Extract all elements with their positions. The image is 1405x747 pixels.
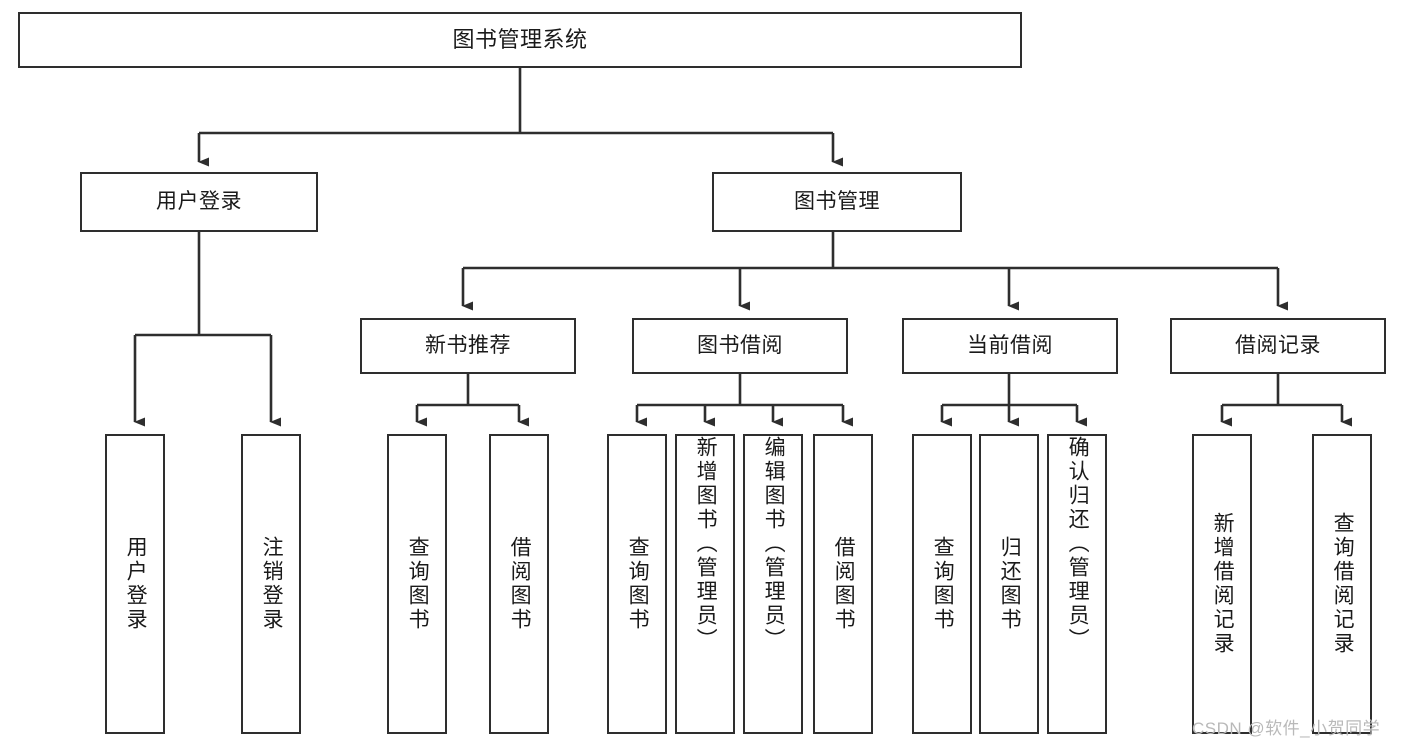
- node-root-system[interactable]: 图书管理系统: [18, 12, 1022, 68]
- leaf-add-book-admin[interactable]: 新增图书（管理员）: [675, 434, 735, 734]
- node-label: 新增借阅记录: [1211, 512, 1235, 656]
- leaf-query-borrow-record[interactable]: 查询借阅记录: [1312, 434, 1372, 734]
- node-label: 编辑图书（管理员）: [762, 436, 786, 652]
- node-book-management[interactable]: 图书管理: [712, 172, 962, 232]
- leaf-query-book-borrow[interactable]: 查询图书: [607, 434, 667, 734]
- node-label: 图书管理: [794, 190, 880, 214]
- node-label: 查询借阅记录: [1331, 512, 1355, 656]
- node-label: 新书推荐: [425, 334, 511, 358]
- leaf-borrow-book-recommend[interactable]: 借阅图书: [489, 434, 549, 734]
- node-label: 当前借阅: [967, 334, 1053, 358]
- node-label: 图书管理系统: [452, 26, 588, 52]
- node-label: 图书借阅: [697, 334, 783, 358]
- watermark: CSDN @软件_小贺同学: [1192, 719, 1381, 738]
- node-label: 新增图书（管理员）: [694, 436, 718, 652]
- leaf-borrow-book-borrow[interactable]: 借阅图书: [813, 434, 873, 734]
- node-label: 借阅图书: [832, 536, 856, 632]
- node-label: 借阅记录: [1235, 334, 1321, 358]
- leaf-confirm-return-admin[interactable]: 确认归还（管理员）: [1047, 434, 1107, 734]
- node-label: 确认归还（管理员）: [1066, 436, 1090, 652]
- leaf-query-book-recommend[interactable]: 查询图书: [387, 434, 447, 734]
- node-user-login[interactable]: 用户登录: [80, 172, 318, 232]
- node-label: 用户登录: [124, 536, 148, 632]
- node-label: 注销登录: [260, 536, 284, 632]
- node-label: 查询图书: [931, 536, 955, 632]
- node-label: 用户登录: [156, 190, 242, 214]
- leaf-add-borrow-record[interactable]: 新增借阅记录: [1192, 434, 1252, 734]
- leaf-query-book-current[interactable]: 查询图书: [912, 434, 972, 734]
- node-book-borrow[interactable]: 图书借阅: [632, 318, 848, 374]
- leaf-return-book[interactable]: 归还图书: [979, 434, 1039, 734]
- leaf-edit-book-admin[interactable]: 编辑图书（管理员）: [743, 434, 803, 734]
- leaf-user-login[interactable]: 用户登录: [105, 434, 165, 734]
- node-current-borrow[interactable]: 当前借阅: [902, 318, 1118, 374]
- node-label: 归还图书: [998, 536, 1022, 632]
- leaf-logout-login[interactable]: 注销登录: [241, 434, 301, 734]
- node-label: 查询图书: [626, 536, 650, 632]
- node-borrow-record[interactable]: 借阅记录: [1170, 318, 1386, 374]
- node-label: 查询图书: [406, 536, 430, 632]
- node-new-book-recommend[interactable]: 新书推荐: [360, 318, 576, 374]
- node-label: 借阅图书: [508, 536, 532, 632]
